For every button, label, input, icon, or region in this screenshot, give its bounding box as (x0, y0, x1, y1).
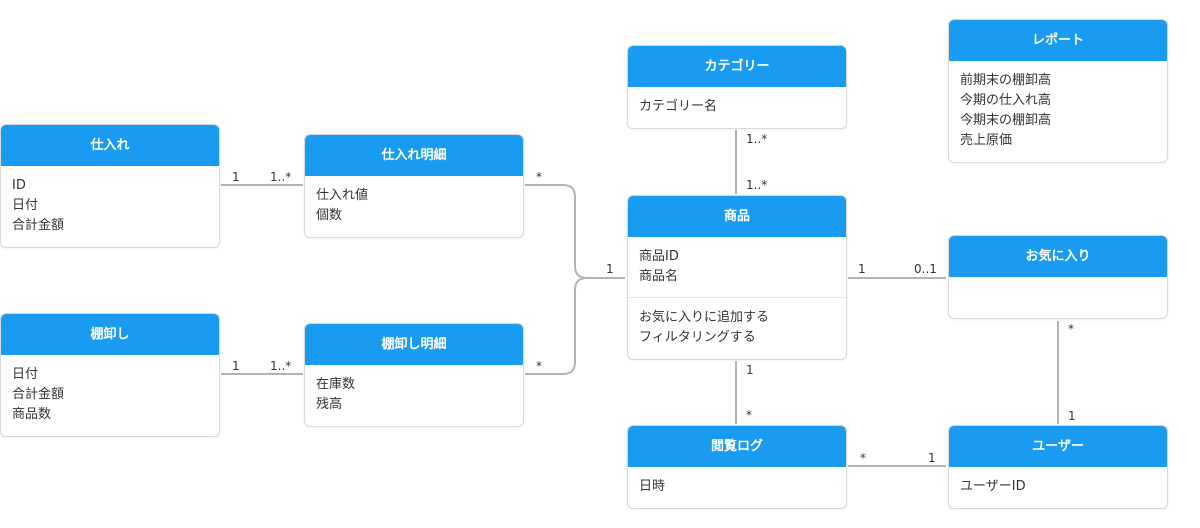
attribute: 前期末の棚卸高 (960, 73, 1052, 88)
operation: フィルタリングする (639, 330, 756, 345)
line-shiire-meisai-shohin (525, 184, 625, 279)
attribute: 個数 (316, 208, 343, 223)
entity-title: 閲覧ログ (628, 426, 846, 467)
attribute: ユーザーID (960, 479, 1026, 494)
attribute: 商品数 (12, 407, 52, 422)
mult-okiniiri-01: 0..1 (914, 262, 937, 276)
attribute: カテゴリー名 (639, 99, 718, 114)
mult-log-star: * (746, 408, 752, 422)
entity-etsuran-log[interactable]: 閲覧ログ 日時 (627, 425, 847, 509)
attribute: 合計金額 (12, 387, 65, 402)
attribute: 今期末の棚卸高 (960, 113, 1052, 128)
mult-okiniiri-star: * (1068, 322, 1074, 336)
mult-shiire-meisai-star: * (536, 170, 542, 184)
entity-tanaoroshi-meisai[interactable]: 棚卸し明細 在庫数 残高 (304, 323, 524, 427)
entity-user[interactable]: ユーザー ユーザーID (948, 425, 1168, 509)
attribute: 売上原価 (960, 133, 1013, 148)
entity-title: ユーザー (949, 426, 1167, 467)
attribute: 仕入れ値 (316, 188, 369, 203)
mult-shohin-1: 1 (606, 262, 614, 276)
mult-shiire-1: 1 (232, 170, 240, 184)
mult-shohin-log-1: 1 (746, 363, 754, 377)
entity-title: お気に入り (949, 236, 1167, 277)
line-tanaoroshi-meisai-shohin (525, 277, 588, 375)
entity-title: 商品 (628, 196, 846, 237)
attribute: 残高 (316, 397, 343, 412)
attribute: 日付 (12, 198, 39, 213)
attribute: 在庫数 (316, 377, 356, 392)
mult-category-1n: 1..* (746, 132, 768, 146)
attribute: ID (12, 178, 26, 193)
mult-tanaoroshi-meisai-star: * (536, 359, 542, 373)
mult-shiire-meisai-1n: 1..* (270, 170, 292, 184)
entity-category[interactable]: カテゴリー カテゴリー名 (627, 45, 847, 129)
attribute: 日時 (639, 479, 666, 494)
empty-attribute-section (949, 277, 1167, 297)
operation: お気に入りに追加する (639, 310, 770, 325)
entity-title: 棚卸し明細 (305, 324, 523, 365)
attribute: 日付 (12, 367, 39, 382)
attribute: 今期の仕入れ高 (960, 93, 1052, 108)
mult-user-1-top: 1 (1068, 409, 1076, 423)
mult-tanaoroshi-meisai-1n: 1..* (270, 359, 292, 373)
mult-shohin-okiniiri-1: 1 (858, 262, 866, 276)
attribute: 商品名 (639, 269, 679, 284)
entity-title: レポート (949, 20, 1167, 61)
entity-shohin[interactable]: 商品 商品ID 商品名 お気に入りに追加する フィルタリングする (627, 195, 847, 360)
entity-shiire-meisai[interactable]: 仕入れ明細 仕入れ値 個数 (304, 134, 524, 238)
entity-title: 棚卸し (1, 314, 219, 355)
entity-report[interactable]: レポート 前期末の棚卸高 今期の仕入れ高 今期末の棚卸高 売上原価 (948, 19, 1168, 163)
mult-log-user-star: * (860, 451, 866, 465)
entity-okiniiri[interactable]: お気に入り (948, 235, 1168, 319)
attribute: 合計金額 (12, 218, 65, 233)
entity-title: 仕入れ明細 (305, 135, 523, 176)
entity-shiire[interactable]: 仕入れ ID 日付 合計金額 (0, 124, 220, 248)
entity-title: カテゴリー (628, 46, 846, 87)
entity-tanaoroshi[interactable]: 棚卸し 日付 合計金額 商品数 (0, 313, 220, 437)
attribute: 商品ID (639, 249, 679, 264)
mult-shohin-1n: 1..* (746, 178, 768, 192)
mult-tanaoroshi-1: 1 (232, 359, 240, 373)
entity-title: 仕入れ (1, 125, 219, 166)
mult-user-1-left: 1 (928, 451, 936, 465)
